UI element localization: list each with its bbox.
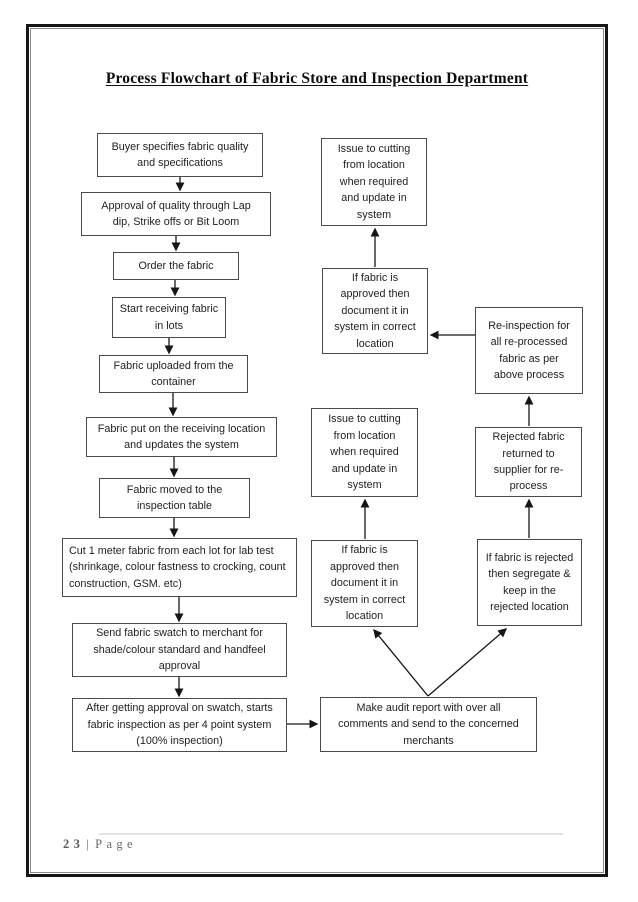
node-approval-of-quality: Approval of quality through Lap dip, Str… bbox=[81, 192, 271, 236]
node-rejected-returned-supplier: Rejected fabric returned to supplier for… bbox=[475, 427, 582, 497]
node-fabric-moved-inspection-table: Fabric moved to the inspection table bbox=[99, 478, 250, 518]
node-issue-to-cutting-lower: Issue to cutting from location when requ… bbox=[311, 408, 418, 497]
page-number: 23 bbox=[63, 837, 85, 851]
node-fabric-uploaded: Fabric uploaded from the container bbox=[99, 355, 248, 393]
node-order-fabric: Order the fabric bbox=[113, 252, 239, 280]
node-fabric-inspection-4-point: After getting approval on swatch, starts… bbox=[72, 698, 287, 752]
node-make-audit-report: Make audit report with over all comments… bbox=[320, 697, 537, 752]
node-if-rejected-segregate: If fabric is rejected then segregate & k… bbox=[477, 539, 582, 626]
footer-separator: | bbox=[86, 837, 94, 851]
footer-label: Page bbox=[95, 837, 137, 851]
node-start-receiving: Start receiving fabric in lots bbox=[112, 297, 226, 338]
footer-divider bbox=[99, 833, 563, 835]
node-fabric-put-receiving-location: Fabric put on the receiving location and… bbox=[86, 417, 277, 457]
node-buyer-specifies-quality: Buyer specifies fabric quality and speci… bbox=[97, 133, 263, 177]
page-footer: 23|Page bbox=[63, 837, 137, 852]
node-reinspection: Re-inspection for all re-processed fabri… bbox=[475, 307, 583, 394]
node-send-swatch-merchant: Send fabric swatch to merchant for shade… bbox=[72, 623, 287, 677]
node-if-approved-lower: If fabric is approved then document it i… bbox=[311, 540, 418, 627]
node-if-approved-upper: If fabric is approved then document it i… bbox=[322, 268, 428, 354]
page-title: Process Flowchart of Fabric Store and In… bbox=[105, 70, 529, 87]
node-issue-to-cutting-upper: Issue to cutting from location when requ… bbox=[321, 138, 427, 226]
page-border bbox=[26, 24, 608, 877]
node-cut-one-meter-lab-test: Cut 1 meter fabric from each lot for lab… bbox=[62, 538, 297, 597]
